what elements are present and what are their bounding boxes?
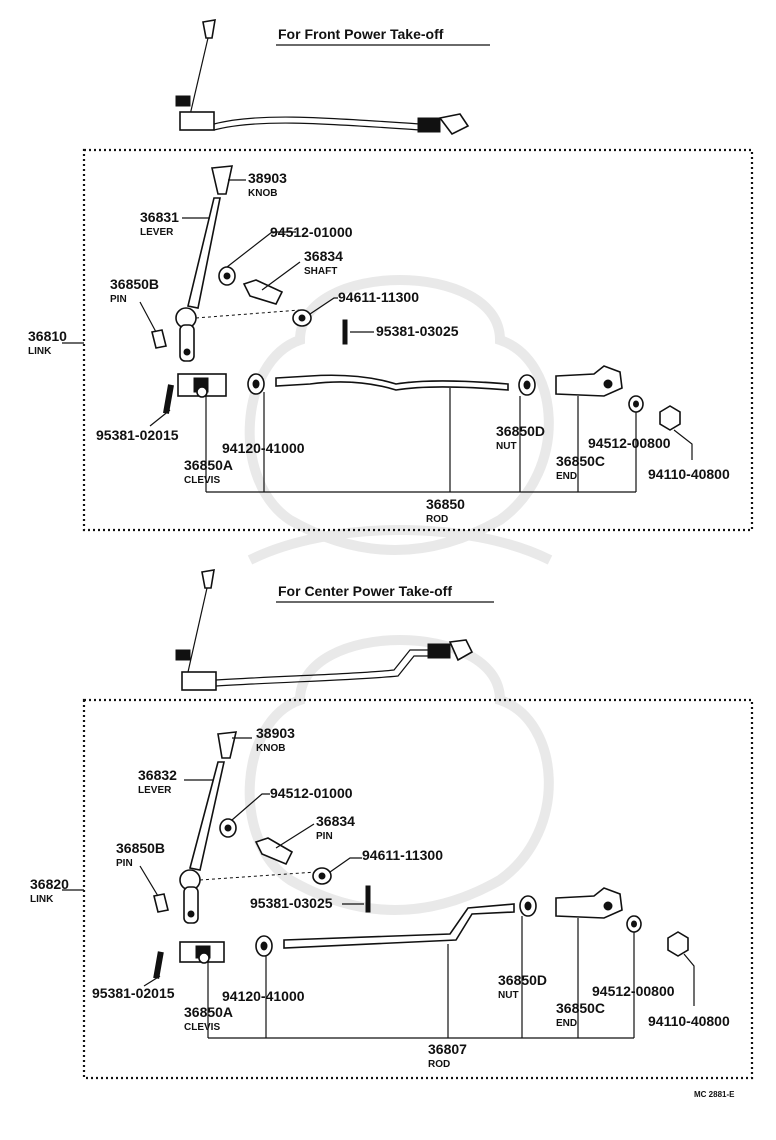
center-assembly-overview	[175, 569, 474, 691]
center-shaft-name: PIN	[316, 831, 333, 842]
front-nut3-leader	[673, 429, 693, 460]
front-assembly-box	[82, 148, 754, 532]
center-pin-shape	[153, 893, 169, 913]
front-lever-arm	[179, 324, 195, 362]
center-pin2-number: 95381-03025	[250, 895, 333, 911]
front-washer-number: 94512-01000	[270, 224, 353, 240]
front-axis-dashline	[195, 309, 301, 319]
front-nut2-number: 36850D	[496, 423, 545, 439]
center-pin3-leader	[143, 975, 161, 987]
center-washer3-number: 94512-00800	[592, 983, 675, 999]
front-knob-shape	[211, 165, 234, 195]
front-pin3-number: 95381-02015	[96, 427, 179, 443]
front-rod-shape	[275, 374, 509, 391]
front-washer2-leader	[309, 297, 338, 315]
center-rod-number: 36807	[428, 1041, 467, 1057]
front-end-shape	[555, 365, 623, 397]
front-pin-leader	[139, 301, 157, 333]
front-pin3-shape	[163, 384, 174, 414]
front-knob-name: KNOB	[248, 188, 277, 199]
front-assy-name: LINK	[28, 346, 52, 357]
center-shaft-leader	[275, 823, 315, 849]
front-nut3-shape	[659, 405, 681, 431]
front-pin-number: 36850B	[110, 276, 159, 292]
center-rod-name: ROD	[428, 1059, 450, 1070]
front-rod-number: 36850	[426, 496, 465, 512]
center-lever-arm	[183, 886, 199, 924]
center-nut2-number: 36850D	[498, 972, 547, 988]
center-pin2-shape	[365, 885, 371, 913]
center-washer2-number: 94611-11300	[362, 847, 443, 863]
front-knob-number: 38903	[248, 170, 287, 186]
front-pin2-shape	[342, 319, 348, 345]
front-lever-shape	[187, 197, 221, 309]
front-clevis-number: 36850A	[184, 457, 233, 473]
center-knob-name: KNOB	[256, 743, 285, 754]
front-clevis-name: CLEVIS	[184, 475, 220, 486]
footer-code: MC 2881-E	[694, 1090, 735, 1099]
front-pin3-leader	[149, 409, 171, 427]
front-heading: For Front Power Take-off	[278, 26, 444, 42]
center-washer-number: 94512-01000	[270, 785, 353, 801]
center-nut3-shape	[667, 931, 689, 957]
front-nut1-number: 94120-41000	[222, 440, 305, 456]
center-end-number: 36850C	[556, 1000, 605, 1016]
front-lever-number: 36831	[140, 209, 179, 225]
front-nut3-number: 94110-40800	[648, 466, 730, 482]
center-heading: For Center Power Take-off	[278, 583, 452, 599]
center-lever-shape	[189, 761, 225, 871]
front-washer-leader	[226, 231, 296, 268]
front-shaft-number: 36834	[304, 248, 343, 264]
center-pin3-number: 95381-02015	[92, 985, 175, 1001]
center-nut3-leader	[683, 953, 695, 1006]
center-axis-dashline	[199, 871, 317, 881]
center-nut1-number: 94120-41000	[222, 988, 305, 1004]
center-knob-shape	[217, 731, 238, 759]
front-end-number: 36850C	[556, 453, 605, 469]
center-pin-leader	[139, 865, 159, 897]
center-washer2-leader	[329, 857, 362, 873]
center-nut2-name: NUT	[498, 990, 519, 1001]
front-lever-name: LEVER	[140, 227, 174, 238]
front-shaft-name: SHAFT	[304, 266, 337, 277]
center-shaft-number: 36834	[316, 813, 355, 829]
front-pin-name: PIN	[110, 294, 127, 305]
front-end-name: END	[556, 471, 577, 482]
front-assembly-overview	[175, 19, 470, 136]
center-clevis-name: CLEVIS	[184, 1022, 220, 1033]
center-shaft-shape	[254, 837, 294, 866]
center-assy-number: 36820	[30, 876, 69, 892]
center-pin3-shape	[153, 951, 164, 979]
center-end-name: END	[556, 1018, 577, 1029]
center-assembly-box	[82, 698, 754, 1080]
center-rod-shape	[283, 903, 515, 949]
front-pin-shape	[151, 329, 167, 349]
center-clevis-number: 36850A	[184, 1004, 233, 1020]
center-end-shape	[555, 887, 623, 919]
front-rod-name: ROD	[426, 514, 448, 525]
center-nut3-number: 94110-40800	[648, 1013, 730, 1029]
center-pin-number: 36850B	[116, 840, 165, 856]
front-pin2-number: 95381-03025	[376, 323, 459, 339]
center-section: For Center Power Take-off 36820 LINK 389…	[30, 569, 754, 1080]
front-washer3-number: 94512-00800	[588, 435, 671, 451]
front-washer2-number: 94611-11300	[338, 289, 419, 305]
center-lever-name: LEVER	[138, 785, 172, 796]
center-washer-leader	[231, 793, 270, 821]
front-shaft-leader	[261, 261, 301, 291]
center-assy-name: LINK	[30, 894, 54, 905]
center-lever-number: 36832	[138, 767, 177, 783]
center-pin-name: PIN	[116, 858, 133, 869]
front-nut2-name: NUT	[496, 441, 517, 452]
front-assy-number: 36810	[28, 328, 67, 344]
front-section: For Front Power Take-off 36810 LINK 3890…	[28, 19, 754, 532]
center-knob-number: 38903	[256, 725, 295, 741]
front-shaft-shape	[242, 279, 284, 305]
